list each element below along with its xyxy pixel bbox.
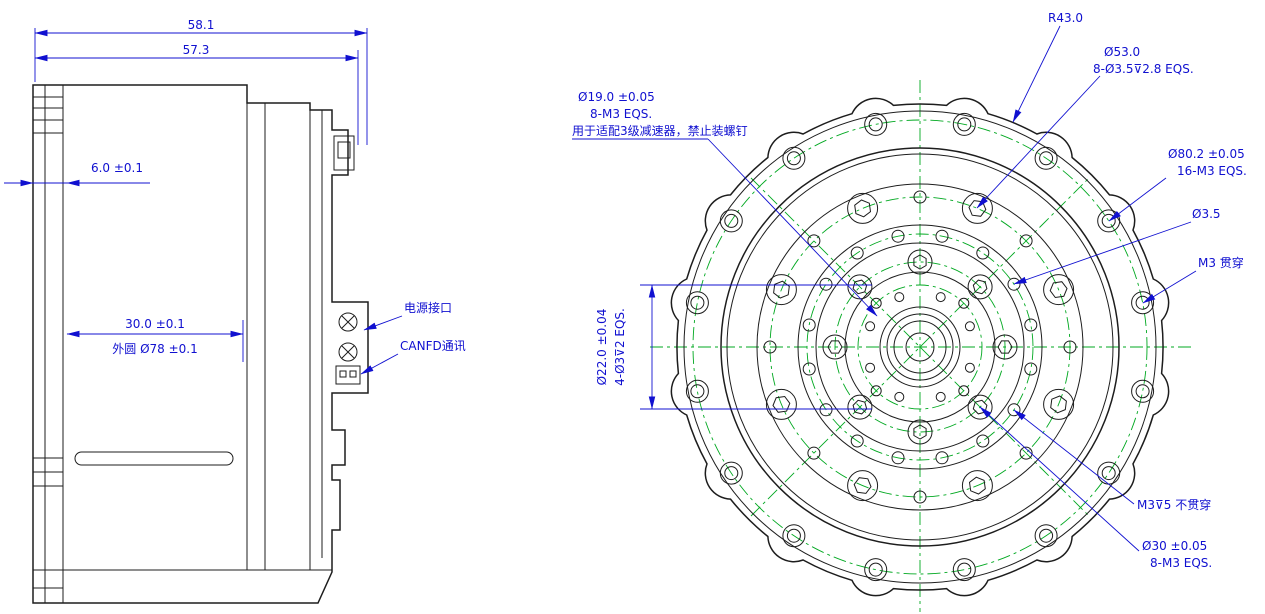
dim-d80: Ø80.2 ±0.05 xyxy=(1168,147,1245,161)
top-terminal xyxy=(333,135,355,171)
dim-d80-sub: 16-M3 EQS. xyxy=(1177,164,1247,178)
dim-d19-note: 用于适配3级减速器，禁止装螺钉 xyxy=(572,124,748,138)
hex-screw-pattern xyxy=(763,190,1077,504)
side-slot xyxy=(74,451,234,466)
front-view: R43.0 Ø53.0 8-Ø3.5⊽2.8 EQS. Ø19.0 ±0.05 … xyxy=(572,11,1247,612)
dim-d19-sub: 8-M3 EQS. xyxy=(590,107,652,121)
power-connector-pin-1 xyxy=(338,312,358,332)
connector-block xyxy=(335,312,361,385)
small-hole-pattern xyxy=(802,229,1038,465)
dim-m3-blind: M3⊽5 不贯穿 xyxy=(1137,497,1211,512)
dim-d53: Ø53.0 xyxy=(1104,45,1140,59)
dim-body-width: 57.3 xyxy=(183,43,210,57)
dim-d30-sub: 8-M3 EQS. xyxy=(1150,556,1212,570)
side-view-detail-lines xyxy=(33,85,355,603)
dim-m3-through: M3 贯穿 xyxy=(1198,255,1244,270)
label-power-port: 电源接口 xyxy=(404,300,452,315)
side-view-body xyxy=(32,84,369,604)
dim-d3-5: Ø3.5 xyxy=(1192,207,1221,221)
dim-total-width: 58.1 xyxy=(188,18,215,32)
center-lines xyxy=(650,80,1192,612)
side-view-outline xyxy=(32,84,369,604)
dim-d22-sub: 4-Ø3⊽2 EQS. xyxy=(613,308,627,386)
power-connector-pin-2 xyxy=(338,342,358,362)
dim-d19: Ø19.0 ±0.05 xyxy=(578,90,655,104)
dim-d30: Ø30 ±0.05 xyxy=(1142,539,1207,553)
front-view-body xyxy=(670,97,1170,597)
label-canfd-port: CANFD通讯 xyxy=(400,339,466,353)
dim-r43: R43.0 xyxy=(1048,11,1083,25)
front-view-dimensions: R43.0 Ø53.0 8-Ø3.5⊽2.8 EQS. Ø19.0 ±0.05 … xyxy=(572,11,1247,570)
dim-d53-sub: 8-Ø3.5⊽2.8 EQS. xyxy=(1093,62,1194,76)
canfd-connector xyxy=(335,365,361,385)
dim-outer-diameter: 外圆 Ø78 ±0.1 xyxy=(112,342,197,356)
side-view-dimensions: 58.1 57.3 6.0 ±0.1 30.0 ±0.1 外圆 Ø78 ±0.1… xyxy=(4,18,466,375)
dim-depth: 30.0 ±0.1 xyxy=(125,317,185,331)
dim-d22: Ø22.0 ±0.04 xyxy=(595,309,609,386)
dim-flange-thickness: 6.0 ±0.1 xyxy=(91,161,143,175)
side-view: 58.1 57.3 6.0 ±0.1 30.0 ±0.1 外圆 Ø78 ±0.1… xyxy=(4,18,466,604)
